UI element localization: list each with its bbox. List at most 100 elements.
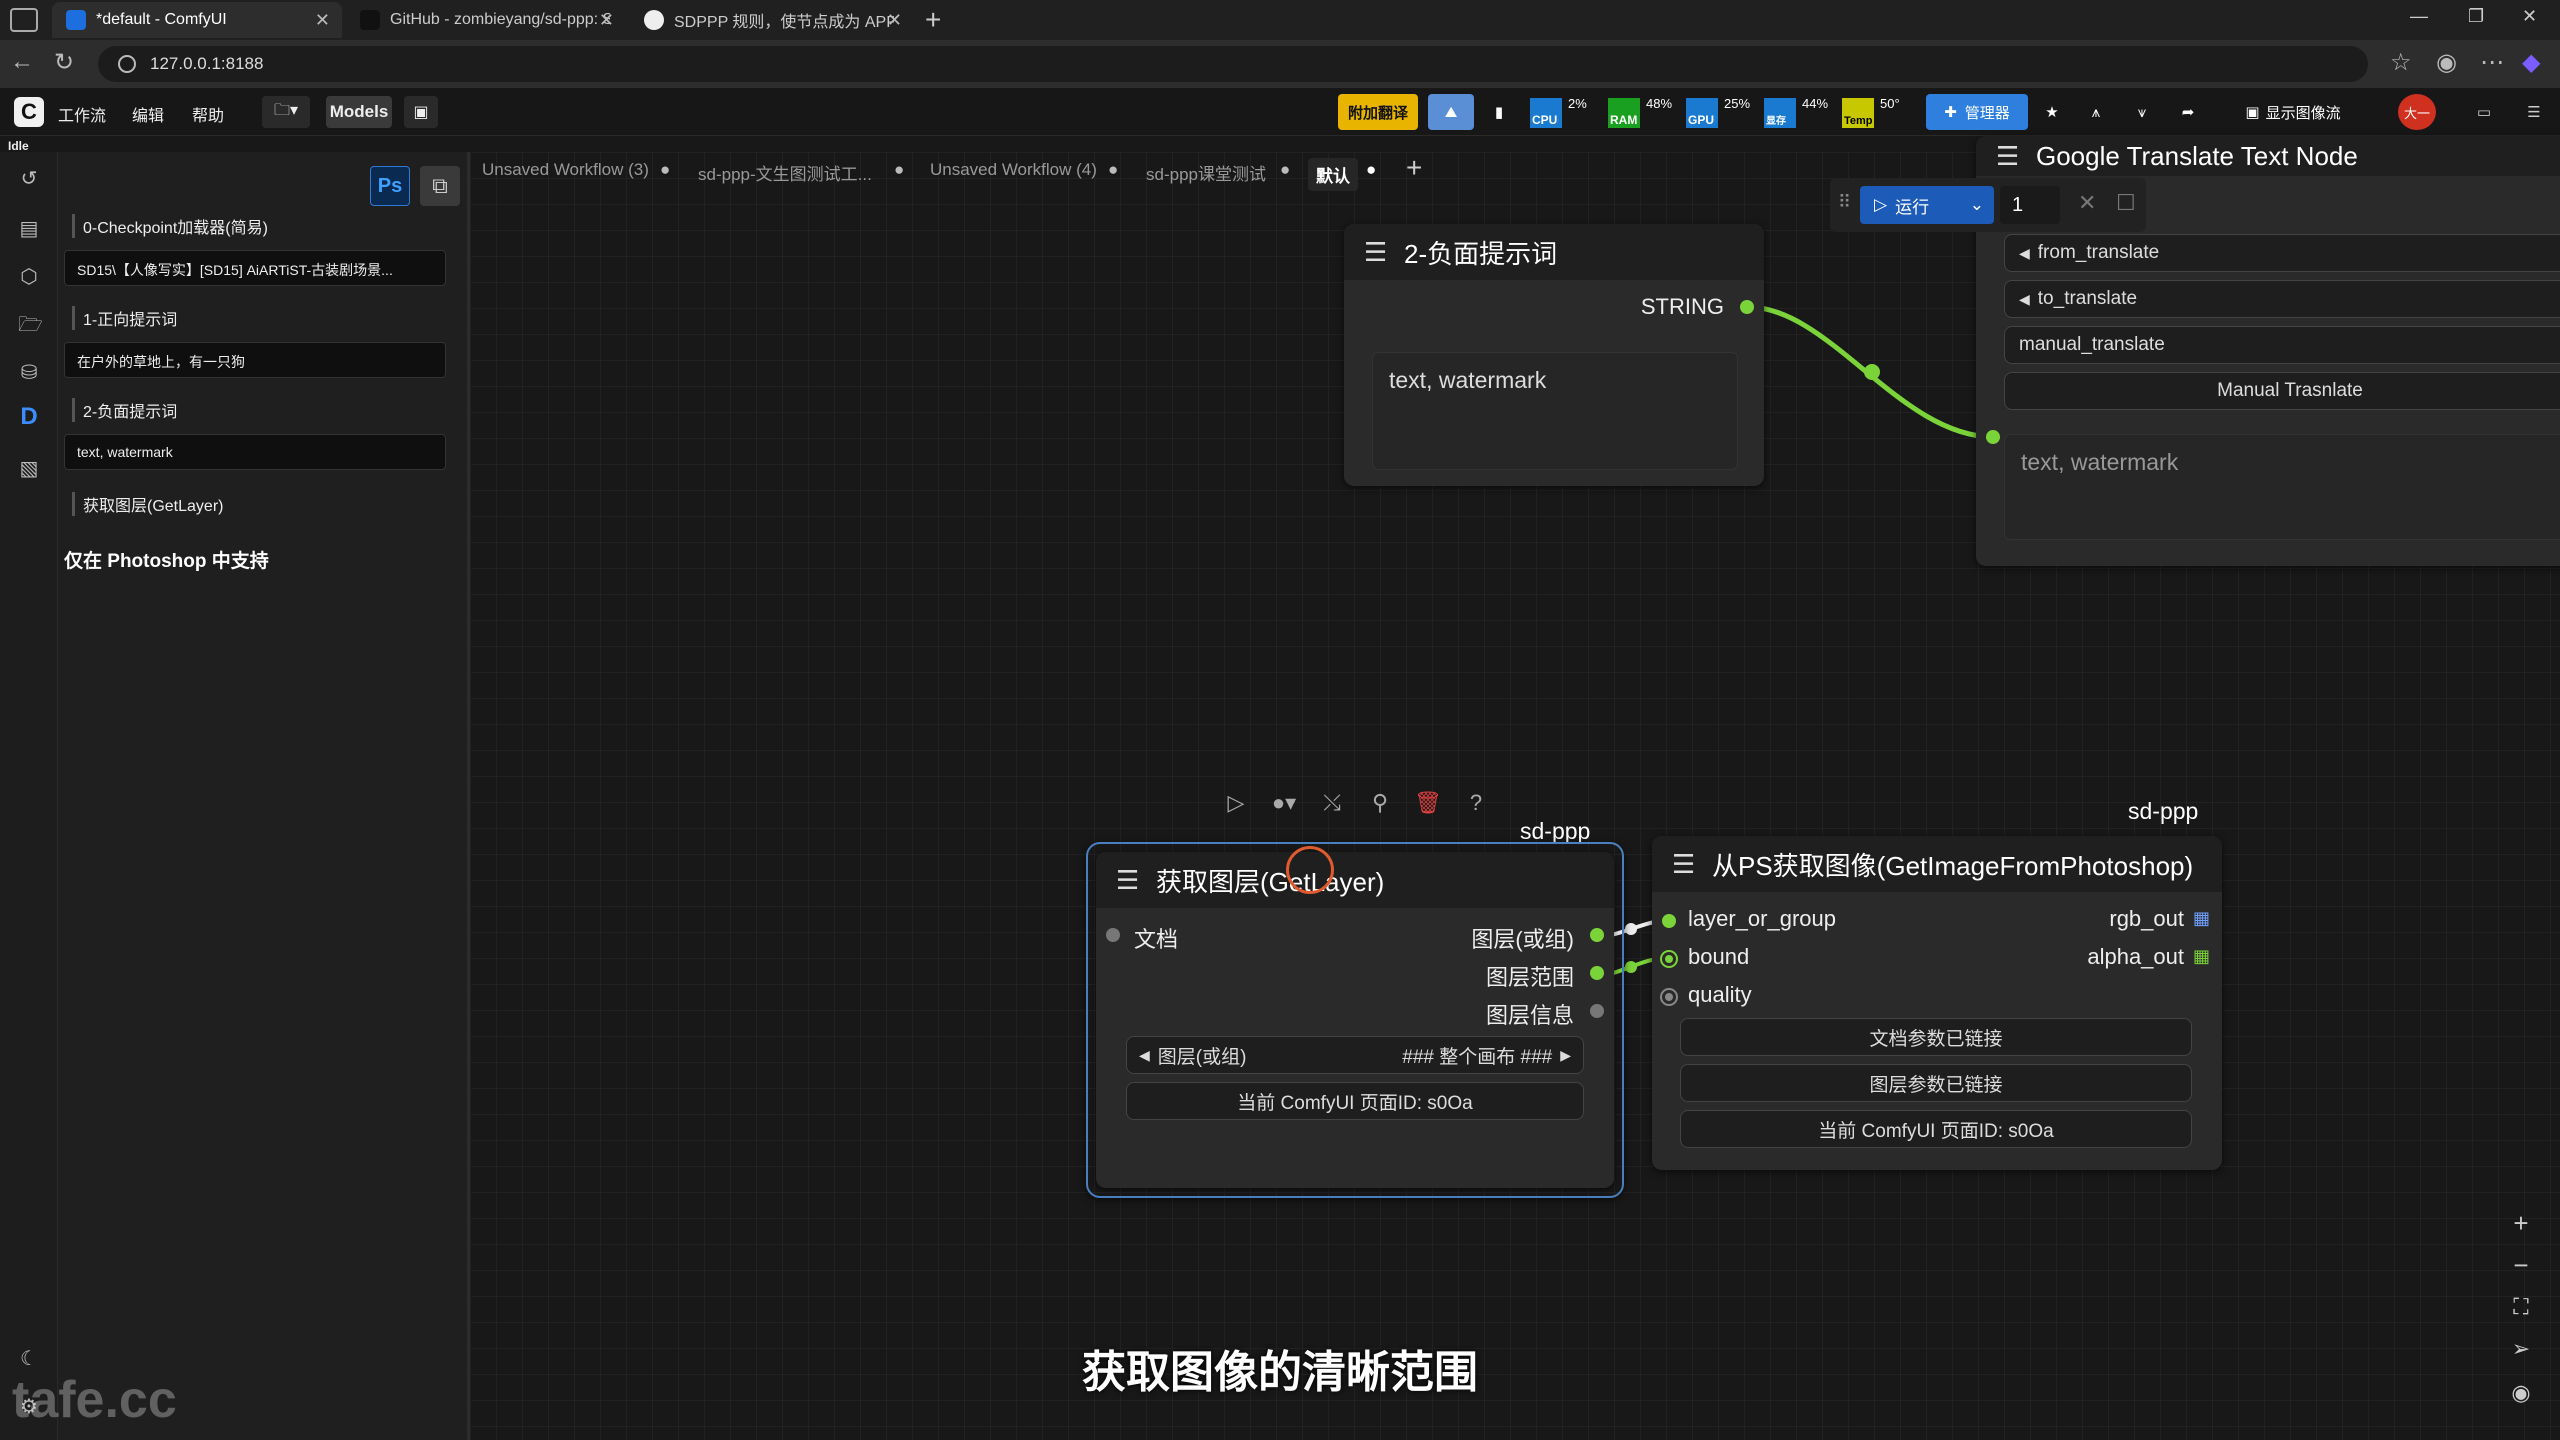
delete-icon[interactable]: 🗑 bbox=[1414, 790, 1442, 815]
tab-actions-icon[interactable] bbox=[10, 8, 38, 32]
menu-help[interactable]: 帮助 bbox=[192, 108, 225, 125]
restore-icon[interactable]: ❐ bbox=[2468, 6, 2485, 26]
share-a-button[interactable]: ⩚ bbox=[2080, 94, 2112, 130]
sdppp-icon[interactable]: D bbox=[20, 403, 38, 430]
input-slot[interactable] bbox=[1662, 914, 1676, 928]
show-image-feed-button[interactable]: ▣ 显示图像流 bbox=[2226, 94, 2360, 130]
color-icon[interactable]: ●▾ bbox=[1271, 790, 1297, 815]
input-slot[interactable] bbox=[1662, 990, 1676, 1004]
pin-icon[interactable]: ⚲ bbox=[1371, 790, 1389, 815]
share-b-button[interactable]: ⩛ bbox=[2126, 94, 2158, 130]
negative-prompt-node[interactable]: ☰ 2-负面提示词 STRING text, watermark bbox=[1344, 224, 1764, 486]
model-library-icon[interactable]: ⛁ bbox=[20, 362, 38, 384]
folder-dropdown-button[interactable]: 🗀▾ bbox=[262, 96, 310, 128]
workflow-tab[interactable]: sd-ppp-文生图测试工... bbox=[698, 165, 872, 184]
avatar[interactable]: 大一 bbox=[2398, 94, 2436, 130]
node-title[interactable]: ☰ 获取图层(GetLayer) bbox=[1096, 852, 1614, 908]
queue-icon[interactable]: ▤ bbox=[19, 218, 39, 240]
copilot-icon[interactable]: ◆ bbox=[2522, 49, 2541, 76]
drag-handle-icon[interactable]: ⠿ bbox=[1838, 192, 1852, 212]
bypass-icon[interactable]: ⤯ bbox=[1323, 790, 1341, 815]
input-slot[interactable] bbox=[1106, 928, 1120, 942]
prompt-textarea[interactable]: text, watermark bbox=[1372, 352, 1738, 470]
browser-tab-comfyui[interactable]: *default - ComfyUI ✕ bbox=[52, 2, 342, 38]
manager-button[interactable]: ✚ 管理器 bbox=[1926, 94, 2028, 130]
expand-icon[interactable]: ⧉ bbox=[420, 166, 460, 206]
node-library-icon[interactable]: ⬡ bbox=[20, 266, 38, 288]
grid-slot-icon[interactable]: ▦ bbox=[2192, 946, 2210, 966]
panel-toggle-button[interactable]: ▭ bbox=[2468, 94, 2500, 130]
text-input-slot[interactable] bbox=[1986, 430, 2000, 444]
address-bar[interactable]: 127.0.0.1:8188 bbox=[98, 46, 2368, 82]
manual-translate-toggle[interactable]: manual_translate bbox=[2004, 326, 2560, 364]
select-mode-icon[interactable]: ➢ bbox=[2511, 1336, 2531, 1361]
help-icon[interactable]: ? bbox=[1469, 790, 1483, 815]
getlayer-node[interactable]: ☰ 获取图层(GetLayer) 文档 图层(或组) 图层范围 图层信息 ◀ 图… bbox=[1096, 852, 1614, 1188]
workflows-icon[interactable]: 🗁 bbox=[18, 314, 43, 336]
getimage-node[interactable]: ☰ 从PS获取图像(GetImageFromPhotoshop) layer_o… bbox=[1652, 836, 2222, 1170]
browser-tab-github[interactable]: GitHub - zombieyang/sd-ppp: Si... ✕ bbox=[346, 2, 626, 38]
menu-icon[interactable]: ☰ bbox=[1364, 236, 1388, 267]
node-title[interactable]: ☰ Google Translate Text Node bbox=[1976, 136, 2560, 176]
new-tab-icon[interactable]: + bbox=[925, 4, 942, 35]
menu-icon[interactable]: ☰ bbox=[1996, 140, 2020, 171]
workflow-tab[interactable]: Unsaved Workflow (4) bbox=[930, 160, 1097, 179]
output-slot[interactable] bbox=[1590, 966, 1604, 980]
zoom-out-icon[interactable]: − bbox=[2513, 1250, 2529, 1280]
checkpoint-field[interactable]: SD15\【人像写实】[SD15] AiARTiST-古装剧场景... bbox=[64, 250, 446, 286]
stop-icon[interactable]: ☐ bbox=[2116, 190, 2136, 215]
play-icon[interactable]: ▷ bbox=[1227, 790, 1245, 815]
share-button[interactable]: ➦ bbox=[2172, 94, 2204, 130]
chevron-down-icon[interactable]: ⌄ bbox=[1969, 195, 1984, 214]
history-icon[interactable]: ↺ bbox=[20, 168, 38, 190]
menu-icon[interactable]: ☰ bbox=[1672, 848, 1696, 879]
more-icon[interactable]: ⋯ bbox=[2480, 49, 2504, 76]
site-info-icon[interactable] bbox=[118, 55, 136, 73]
toggle-links-icon[interactable]: ◉ bbox=[2511, 1380, 2531, 1405]
models-button[interactable]: Models bbox=[326, 96, 392, 128]
negative-prompt-field[interactable]: text, watermark bbox=[64, 434, 446, 470]
close-tab-icon[interactable]: ✕ bbox=[314, 9, 330, 30]
back-icon[interactable]: ← bbox=[10, 48, 34, 75]
profile-icon[interactable]: ◉ bbox=[2436, 49, 2457, 76]
menu-workflow[interactable]: 工作流 bbox=[58, 108, 107, 125]
workflow-tab[interactable]: Unsaved Workflow (3) bbox=[482, 160, 649, 179]
to-translate-combo[interactable]: ◀ to_translate bbox=[2004, 280, 2560, 318]
output-slot[interactable] bbox=[1590, 1004, 1604, 1018]
browser-tab-sdppp[interactable]: SDPPP 规则，使节点成为 APP 帮... ✕ bbox=[630, 2, 914, 38]
from-translate-combo[interactable]: ◀ from_translate bbox=[2004, 234, 2560, 272]
close-window-icon[interactable]: ✕ bbox=[2522, 6, 2538, 26]
translate-textarea[interactable]: text, watermark bbox=[2004, 434, 2560, 540]
new-workflow-icon[interactable]: + bbox=[1406, 152, 1423, 183]
node-title[interactable]: ☰ 2-负面提示词 bbox=[1344, 224, 1764, 280]
zoom-in-icon[interactable]: + bbox=[2513, 1208, 2529, 1238]
menu-edit[interactable]: 编辑 bbox=[132, 108, 165, 125]
minimize-icon[interactable]: — bbox=[2410, 6, 2428, 26]
favorites-icon[interactable]: ☆ bbox=[2390, 49, 2412, 76]
close-tab-icon[interactable]: ✕ bbox=[886, 9, 902, 30]
output-slot[interactable] bbox=[1740, 300, 1754, 314]
workflow-tab-active[interactable]: 默认 bbox=[1308, 158, 1358, 191]
output-slot[interactable] bbox=[1590, 928, 1604, 942]
layer-combo[interactable]: ◀ 图层(或组) ### 整个画布 ### ▶ bbox=[1126, 1036, 1584, 1074]
grid-slot-icon[interactable]: ▦ bbox=[2192, 908, 2210, 928]
bookmark-button[interactable]: ▮ bbox=[1484, 94, 1514, 130]
fit-view-icon[interactable]: ⛶ bbox=[2513, 1294, 2529, 1319]
workflow-tab[interactable]: sd-ppp课堂测试 bbox=[1146, 165, 1266, 184]
node-title[interactable]: ☰ 从PS获取图像(GetImageFromPhotoshop) bbox=[1652, 836, 2222, 892]
theme-icon[interactable]: ☾ bbox=[20, 1348, 38, 1370]
batch-count-input[interactable]: 1 bbox=[2000, 186, 2060, 224]
positive-prompt-field[interactable]: 在户外的草地上，有一只狗 bbox=[64, 342, 446, 378]
hamburger-button[interactable]: ☰ bbox=[2518, 94, 2550, 130]
input-slot[interactable] bbox=[1662, 952, 1676, 966]
photoshop-icon[interactable]: Ps bbox=[370, 166, 410, 206]
star-button[interactable]: ★ bbox=[2036, 94, 2068, 130]
translate-button[interactable]: 附加翻译 bbox=[1338, 94, 1418, 130]
reload-icon[interactable]: ↻ bbox=[54, 49, 75, 76]
menu-icon[interactable]: ☰ bbox=[1116, 864, 1140, 895]
google-translate-node[interactable]: ☰ Google Translate Text Node ◀ from_tran… bbox=[1976, 136, 2560, 566]
run-button[interactable]: ▷ 运行 ⌄ bbox=[1860, 186, 1994, 224]
settings-icon[interactable]: ⚙ bbox=[20, 1396, 38, 1418]
manual-translate-button[interactable]: Manual Trasnlate bbox=[2004, 372, 2560, 410]
close-tab-icon[interactable]: ✕ bbox=[598, 9, 614, 30]
